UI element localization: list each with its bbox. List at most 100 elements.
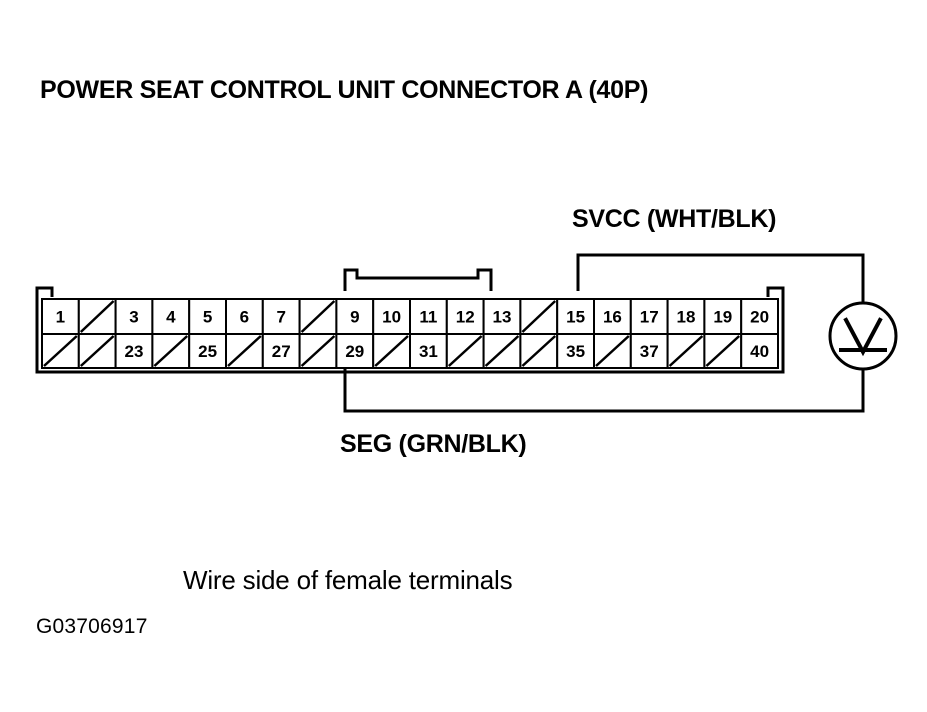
terminal-cell xyxy=(372,333,412,369)
terminal-cell-box xyxy=(335,298,375,335)
blank-terminal-slash-icon xyxy=(705,335,741,367)
terminal-cell: 23 xyxy=(114,333,154,369)
page-title: POWER SEAT CONTROL UNIT CONNECTOR A (40P… xyxy=(40,76,649,104)
terminal-cell: 9 xyxy=(335,298,375,335)
blank-terminal-slash-icon xyxy=(300,300,336,333)
terminal-cell-box xyxy=(740,333,780,369)
terminal-cell xyxy=(77,333,117,369)
blank-terminal-slash-icon xyxy=(79,335,115,367)
terminal-number: 7 xyxy=(276,308,285,327)
blank-terminal-slash-icon xyxy=(668,335,704,367)
terminal-cell: 12 xyxy=(445,298,485,335)
terminal-number: 5 xyxy=(203,308,212,327)
blank-terminal-slash-icon xyxy=(43,335,78,367)
terminal-number: 11 xyxy=(419,308,437,327)
blank-terminal-slash-icon xyxy=(595,335,630,367)
terminal-cell-box xyxy=(556,298,596,335)
terminal-number: 3 xyxy=(129,308,138,327)
terminal-cell: 15 xyxy=(556,298,596,335)
terminal-cell: 13 xyxy=(482,298,522,335)
terminal-number: 20 xyxy=(750,308,769,327)
blank-terminal-slash-icon xyxy=(521,300,557,333)
terminal-cell: 19 xyxy=(703,298,743,335)
terminal-cell: 40 xyxy=(740,333,780,369)
terminal-cell-box xyxy=(482,298,522,335)
terminal-number: 4 xyxy=(166,308,176,327)
terminal-cell-box xyxy=(409,333,448,369)
terminal-cell: 1 xyxy=(41,298,80,335)
terminal-cell: 6 xyxy=(225,298,264,335)
terminal-number: 9 xyxy=(350,308,359,327)
terminal-cell-box xyxy=(114,298,154,335)
terminal-cell-box xyxy=(151,298,191,335)
terminal-cell: 18 xyxy=(666,298,706,335)
terminal-cell: 5 xyxy=(188,298,227,335)
terminal-cell xyxy=(225,333,264,369)
terminal-cell-box xyxy=(556,333,596,369)
terminal-cell-box xyxy=(114,333,154,369)
blank-terminal-slash-icon xyxy=(153,335,189,367)
terminal-cell xyxy=(519,333,559,369)
terminal-cell-box xyxy=(409,298,448,335)
terminal-number: 25 xyxy=(198,342,217,361)
terminal-cell: 29 xyxy=(335,333,375,369)
terminal-cell-box xyxy=(445,298,485,335)
terminal-cell xyxy=(41,333,80,369)
terminal-cell: 35 xyxy=(556,333,596,369)
voltmeter-symbol xyxy=(828,301,898,371)
terminal-cell: 25 xyxy=(188,333,227,369)
blank-terminal-slash-icon xyxy=(227,335,262,367)
svcc-wire-path xyxy=(576,253,865,303)
terminal-number: 27 xyxy=(272,342,291,361)
terminal-number: 6 xyxy=(240,308,249,327)
terminal-cell xyxy=(703,333,743,369)
terminal-number: 40 xyxy=(750,342,769,361)
blank-terminal-slash-icon xyxy=(374,335,409,367)
figure-id-code: G03706917 xyxy=(36,615,148,638)
terminal-cell: 7 xyxy=(261,298,301,335)
terminal-cell: 16 xyxy=(593,298,632,335)
terminal-cell-box xyxy=(188,333,227,369)
terminal-cell: 31 xyxy=(409,333,448,369)
terminal-cell: 37 xyxy=(629,333,669,369)
terminal-cell xyxy=(77,298,117,335)
terminal-cell: 10 xyxy=(372,298,412,335)
blank-terminal-slash-icon xyxy=(484,335,520,367)
seg-wire-path xyxy=(343,368,865,413)
svcc-wire-label: SVCC (WHT/BLK) xyxy=(572,205,777,233)
terminal-cell: 11 xyxy=(409,298,448,335)
diagram-caption: Wire side of female terminals xyxy=(183,565,513,595)
terminal-cell xyxy=(666,333,706,369)
terminal-cell: 20 xyxy=(740,298,780,335)
terminal-cell-box xyxy=(188,298,227,335)
terminal-cell xyxy=(298,298,338,335)
terminal-cell xyxy=(445,333,485,369)
terminal-number: 37 xyxy=(640,342,659,361)
terminal-number: 31 xyxy=(419,342,438,361)
terminal-number: 18 xyxy=(677,308,696,327)
seg-wire-label: SEG (GRN/BLK) xyxy=(340,430,527,458)
terminal-number: 1 xyxy=(56,308,65,327)
terminal-cell: 17 xyxy=(629,298,669,335)
blank-terminal-slash-icon xyxy=(79,300,115,333)
voltmeter-circle xyxy=(828,301,898,371)
terminal-number: 29 xyxy=(345,342,364,361)
terminal-cell xyxy=(151,333,191,369)
terminal-number: 35 xyxy=(566,342,585,361)
blank-terminal-slash-icon xyxy=(300,335,336,367)
terminal-cell: 3 xyxy=(114,298,154,335)
terminal-number: 10 xyxy=(382,308,401,327)
terminal-number: 19 xyxy=(713,308,732,327)
blank-terminal-slash-icon xyxy=(521,335,557,367)
terminal-cell-box xyxy=(740,298,780,335)
terminal-number: 23 xyxy=(125,342,144,361)
connector-body-outline xyxy=(35,286,785,374)
terminal-cell xyxy=(593,333,632,369)
terminal-cell-box xyxy=(261,298,301,335)
blank-terminal-slash-icon xyxy=(447,335,483,367)
terminal-number: 15 xyxy=(566,308,585,327)
terminal-cell xyxy=(482,333,522,369)
terminal-cell-box xyxy=(372,298,412,335)
